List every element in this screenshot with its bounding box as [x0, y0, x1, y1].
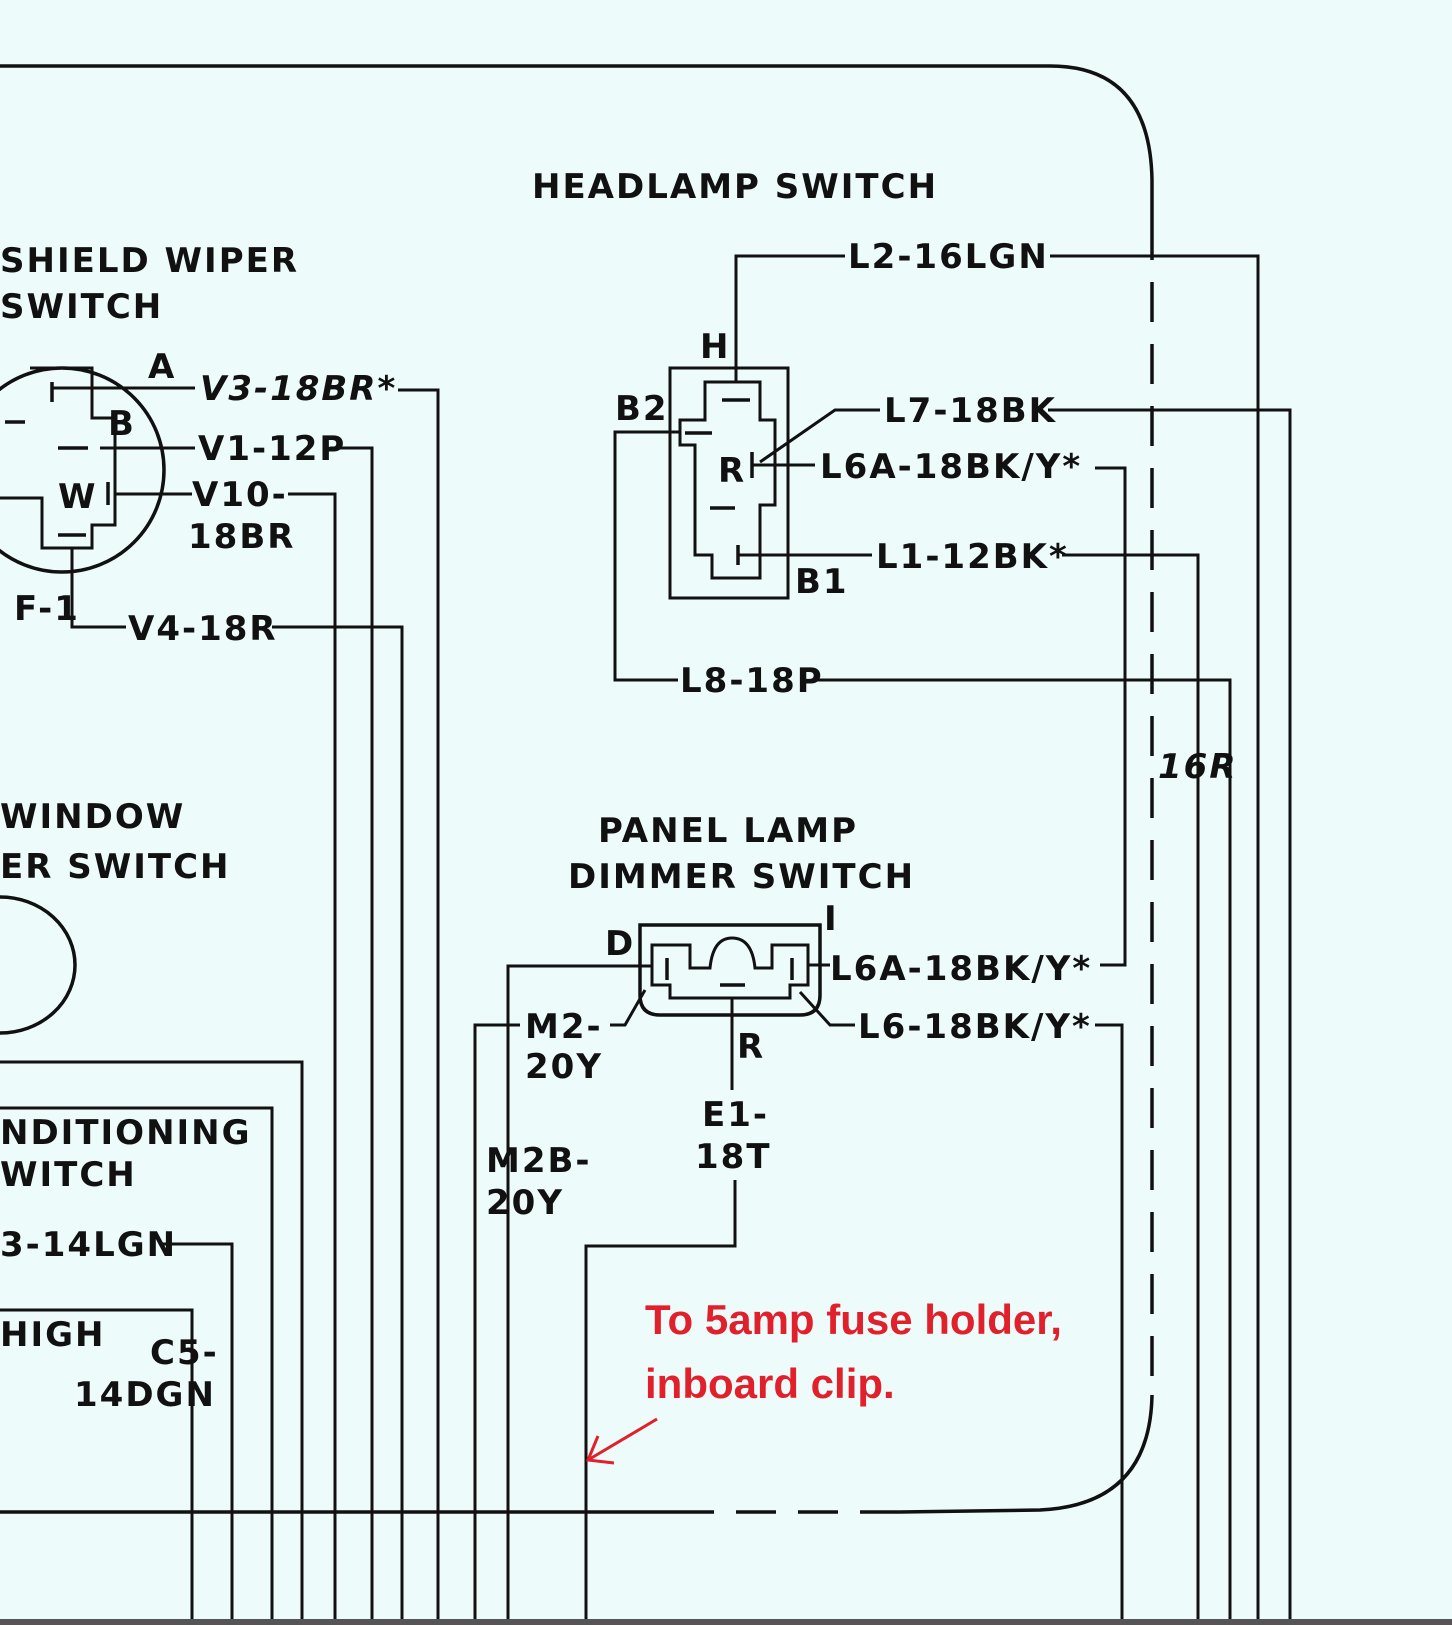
wiper-terminal-b: B — [108, 404, 136, 444]
dimmer-terminal-d: D — [605, 924, 635, 964]
wire-l6a-top-label: L6A-18BK/Y* — [820, 447, 1082, 487]
window-switch-body — [0, 895, 77, 1035]
wire-ac-label: 3-14LGN — [0, 1225, 177, 1265]
ac-switch-title-1: NDITIONING — [0, 1113, 252, 1153]
harness-boundary-bottom — [899, 1394, 1154, 1514]
wiper-terminal-a: A — [148, 347, 176, 387]
wire-m2b-label-1: M2B- — [486, 1141, 592, 1181]
wire-l6-label: L6-18BK/Y* — [858, 1007, 1092, 1047]
wire-l8-label: L8-18P — [680, 661, 824, 701]
headlamp-terminal-b1: B1 — [795, 562, 849, 602]
dimmer-switch-body — [638, 923, 822, 1017]
annotation-arrow-icon — [585, 1417, 658, 1465]
window-bottom-edge — [0, 1619, 1452, 1625]
wire-l2-path — [734, 254, 845, 382]
wire-v4-path — [70, 548, 126, 629]
headlamp-terminal-b2: B2 — [615, 389, 669, 429]
headlamp-switch-title: HEADLAMP SWITCH — [532, 167, 938, 207]
headlamp-switch-body — [668, 366, 790, 600]
dimmer-terminal-r: R — [737, 1027, 765, 1067]
ac-switch-title-2: WITCH — [0, 1155, 137, 1195]
wire-l6-path — [798, 990, 855, 1027]
wire-m2-label-2: 20Y — [525, 1047, 603, 1087]
wire-m2b-label-2: 20Y — [486, 1183, 564, 1223]
wire-e1-label-2: 18T — [695, 1137, 772, 1177]
ac-switch-box — [0, 1060, 304, 1625]
wiper-terminal-w: W — [58, 477, 98, 517]
wire-16r-label: 16R — [1158, 747, 1238, 787]
wire-m2-label-1: M2- — [525, 1007, 603, 1047]
wire-v1-label: V1-12P — [198, 429, 346, 469]
wire-v4-label: V4-18R — [128, 609, 278, 649]
ac-high-label: HIGH — [0, 1315, 105, 1355]
wire-l7-label: L7-18BK — [884, 391, 1057, 431]
wire-m2-path — [610, 989, 647, 1027]
annotation-line-2: inboard clip. — [645, 1360, 895, 1407]
annotation-line-1: To 5amp fuse holder, — [645, 1296, 1062, 1343]
wiper-switch-title-1: SHIELD WIPER — [0, 241, 299, 281]
wiper-switch-body — [0, 366, 166, 574]
wiper-terminal-f1: F-1 — [14, 589, 80, 629]
wire-l2-label: L2-16LGN — [848, 237, 1049, 277]
wiper-switch-title-2: SWITCH — [0, 287, 163, 327]
wire-e1-label-1: E1- — [702, 1095, 769, 1135]
wire-v10-label-2: 18BR — [188, 517, 295, 557]
wire-v3-label: V3-18BR* — [200, 369, 397, 409]
headlamp-terminal-r: R — [718, 451, 746, 491]
wire-l8-path — [613, 430, 680, 682]
wire-c5-label-1: C5- — [150, 1333, 219, 1373]
wire-l7-path — [759, 408, 880, 464]
window-switch-title-2: ER SWITCH — [0, 847, 230, 887]
headlamp-terminal-h: H — [700, 327, 730, 367]
panel-lamp-title-2: DIMMER SWITCH — [568, 857, 915, 897]
panel-lamp-title-1: PANEL LAMP — [598, 811, 858, 851]
wire-l1-label: L1-12BK* — [876, 537, 1069, 577]
wire-v10-label-1: V10- — [192, 475, 288, 515]
wire-c5-label-2: 14DGN — [74, 1375, 216, 1415]
dimmer-terminal-i: I — [824, 899, 839, 939]
wire-m2b-path — [506, 964, 652, 1625]
wire-l6a-bottom-label: L6A-18BK/Y* — [830, 949, 1092, 989]
harness-boundary — [0, 64, 1154, 220]
window-switch-title-1: WINDOW — [0, 797, 185, 837]
